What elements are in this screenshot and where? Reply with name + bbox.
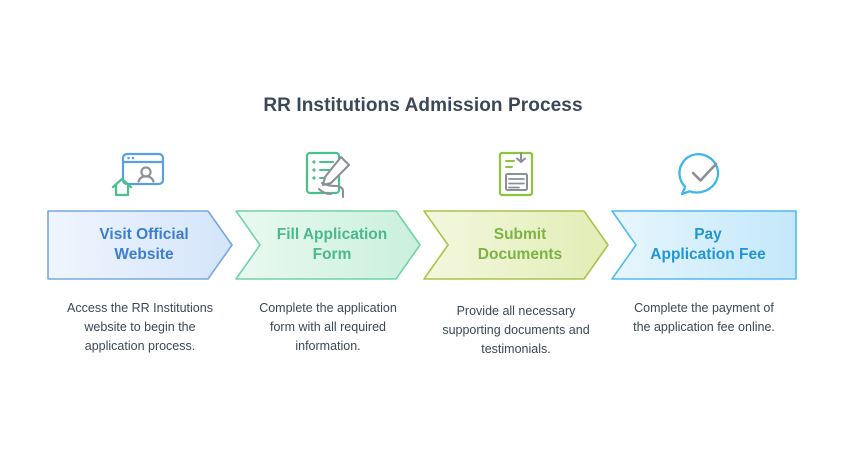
step-description-3: Provide all necessary supporting documen… [442, 304, 590, 356]
step-label-3: Submit Documents [445, 225, 595, 266]
step-label-1-line1: Visit Official [99, 225, 189, 243]
chevron-shape-2: Fill Application Form [234, 209, 422, 281]
step-label-1-line2: Website [114, 246, 174, 263]
step-label-4-line1: Pay [694, 225, 722, 243]
chevron-shape-4: Pay Application Fee [610, 209, 798, 281]
process-step-2[interactable]: Fill Application Form Complete the appli… [234, 145, 422, 405]
page-title: RR Institutions Admission Process [263, 95, 583, 116]
step-label-2-line2: Form [312, 246, 352, 263]
step-label-2: Fill Application Form [257, 225, 407, 266]
chevron-shape-1: Visit Official Website [46, 209, 234, 281]
step-label-3-line1: Submit [493, 225, 547, 243]
step-description-4: Complete the payment of the application … [633, 301, 775, 334]
process-steps: Visit Official Website Access the RR Ins… [46, 145, 800, 405]
browser-window-home-icon [46, 145, 234, 207]
step-label-1: Visit Official Website [69, 225, 219, 266]
document-upload-icon [422, 145, 610, 207]
step-label-4: Pay Application Fee [633, 225, 783, 266]
speech-bubble-check-icon [610, 145, 798, 207]
process-step-3[interactable]: Submit Documents Provide all necessary s… [422, 145, 610, 405]
step-description-1: Access the RR Institutions website to be… [67, 301, 213, 353]
process-step-4[interactable]: Pay Application Fee Complete the payment… [610, 145, 798, 405]
step-label-3-line2: Documents [477, 246, 563, 263]
step-description-2: Complete the application form with all r… [259, 301, 397, 353]
hand-writing-form-icon [234, 145, 422, 207]
step-label-4-line2: Application Fee [650, 246, 766, 263]
chevron-shape-3: Submit Documents [422, 209, 610, 281]
step-label-2-line1: Fill Application [276, 225, 388, 243]
process-step-1[interactable]: Visit Official Website Access the RR Ins… [46, 145, 234, 405]
